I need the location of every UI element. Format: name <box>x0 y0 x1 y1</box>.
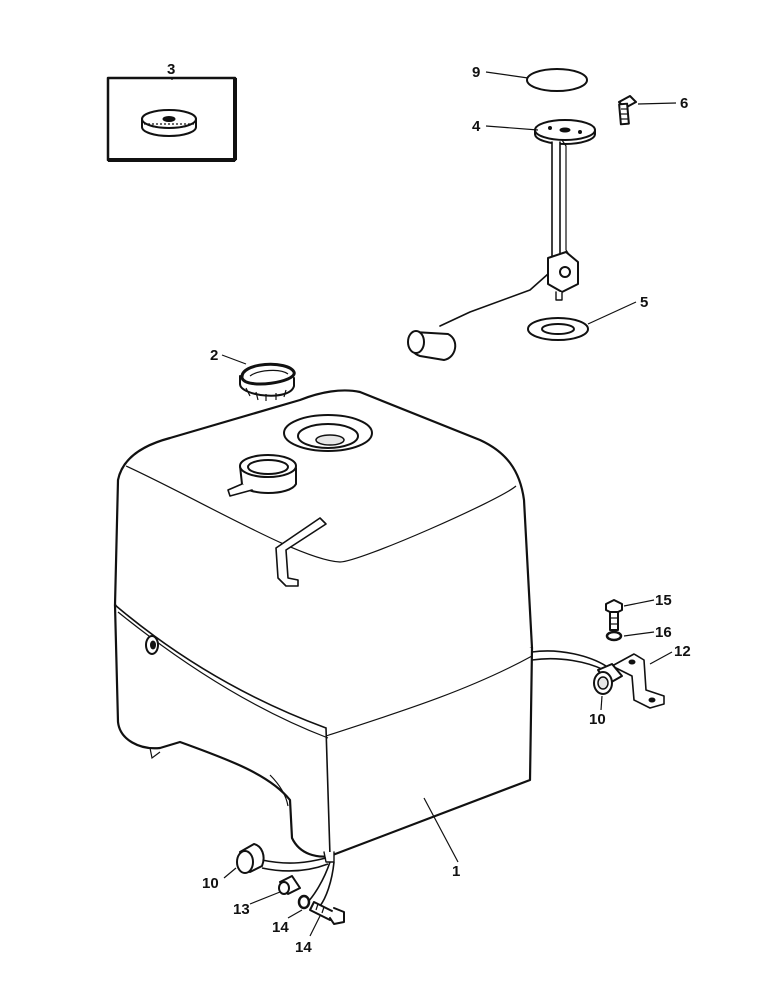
callout-1: 1 <box>452 863 460 880</box>
callout-6: 6 <box>680 95 688 112</box>
washer-item-3 <box>141 109 197 137</box>
filler-neck <box>227 454 297 497</box>
callout-10-bottom: 10 <box>202 875 219 892</box>
callout-5: 5 <box>640 294 648 311</box>
callout-14-shown: 14 <box>295 939 312 956</box>
callout-labels: 3 9 6 4 5 2 15 16 12 10 1 10 13 14 14 14… <box>167 61 691 936</box>
callout-15: 15 <box>655 592 672 609</box>
mounting-strap <box>275 517 327 587</box>
sender-tube <box>547 139 579 301</box>
bolt-item-15 <box>605 599 623 631</box>
gasket-item-5 <box>527 317 589 341</box>
leader-lines <box>221 71 677 937</box>
screw-item-6 <box>618 95 637 126</box>
fitting-item-12 <box>278 875 301 895</box>
callout-10-right: 10 <box>589 711 606 728</box>
sender-opening <box>283 414 373 452</box>
callout-4: 4 <box>472 118 481 135</box>
callout-9: 9 <box>472 64 480 81</box>
washer-item-16 <box>605 630 623 642</box>
gasket-item-9 <box>526 68 588 92</box>
float <box>407 330 457 361</box>
filler-cap-item-2 <box>239 362 296 401</box>
bolt-item-14 <box>309 901 345 925</box>
sender-plate-item-4 <box>534 119 596 145</box>
fuel-line-bottom <box>261 857 335 907</box>
fuel-tank-item-1 <box>113 389 534 863</box>
fitting-item-10-bottom <box>236 843 265 874</box>
callout-13: 14 <box>272 919 289 936</box>
inset-box-item-3 <box>106 76 237 162</box>
callout-12: 13 <box>233 901 250 918</box>
washer-item-13 <box>297 894 311 910</box>
float-arm <box>439 273 549 327</box>
callout-2: 2 <box>210 347 218 364</box>
callout-3: 3 <box>167 61 175 78</box>
callout-11: 12 <box>674 643 691 660</box>
bracket-item-11 <box>611 653 665 709</box>
fitting-item-10-right <box>593 663 623 695</box>
callout-16: 16 <box>655 624 672 641</box>
fuel-line-right <box>531 650 607 671</box>
